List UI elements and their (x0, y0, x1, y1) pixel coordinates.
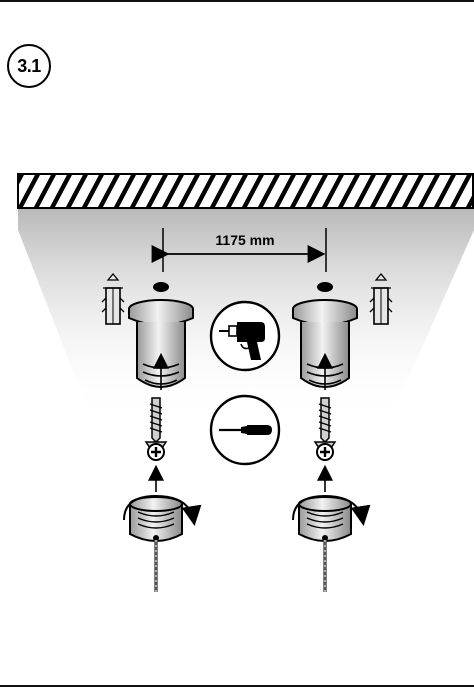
wall-plug-left (101, 272, 125, 325)
ceiling (17, 173, 474, 209)
step-number-badge: 3.1 (7, 44, 51, 88)
wall-plug-right (369, 272, 393, 325)
bottom-border (0, 685, 474, 687)
top-border (0, 0, 474, 2)
canopy-left (123, 494, 202, 592)
screw-right (313, 397, 337, 461)
ceiling-socket-right (292, 299, 358, 390)
ceiling-socket-left (128, 299, 194, 390)
canopy-right (292, 494, 371, 592)
screw-left (144, 397, 168, 461)
drill-hole-left (153, 282, 169, 292)
step-number-label: 3.1 (17, 55, 41, 76)
drill-hole-right (317, 282, 333, 292)
power-drill-icon (209, 300, 281, 372)
dimension-label: 1175 mm (215, 232, 274, 248)
screwdriver-icon (209, 394, 281, 466)
